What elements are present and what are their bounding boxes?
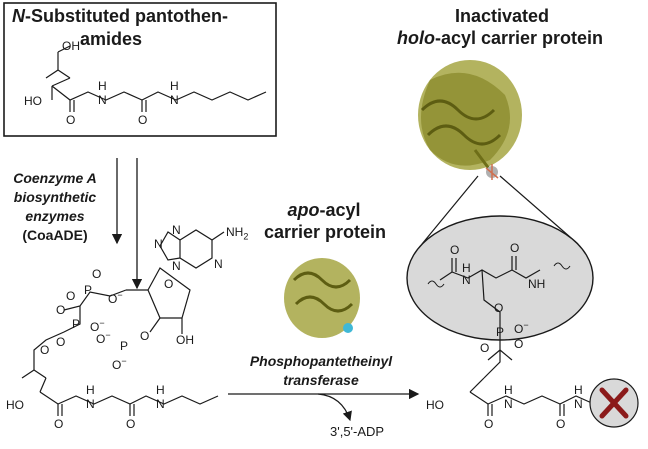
enzymes-line1: Coenzyme A [13,170,97,186]
atom-o-right-5: O [556,417,566,431]
atom-o-p1c: O− [108,290,123,307]
apo-title-line2: carrier protein [263,222,387,242]
atom-o-right-1-minus: − [523,320,529,330]
box-title-line1: -Substituted pantothen- [25,6,228,26]
atom-n-box-2: N [170,93,179,107]
atom-n-ellipse: N [462,273,471,287]
atom-o-ribose: O [164,277,174,291]
substrate-box [3,2,277,137]
atom-n-adenine-4: N [172,259,181,273]
atom-o-p3c: O [140,329,150,343]
serine-residue-structure [427,256,571,313]
apo-acp-protein [284,258,360,338]
atom-o-p2b-minus: − [99,318,105,328]
atom-o-p3a-o: O [96,332,106,346]
atom-oh-top: OH [62,39,80,53]
atom-nh2-text: NH [226,225,244,239]
atom-h-left-1: H [86,383,95,397]
holo-title-prefix: holo [396,28,435,48]
atom-o-p3b: O− [112,356,127,373]
atom-p1: P [84,283,93,297]
zoom-line-left [421,175,479,245]
atom-o-right-1: O− [514,320,529,337]
atom-o-p2b: O− [90,318,105,335]
atom-n-left-1: N [86,397,95,411]
byproduct-label: 3',5'-ADP [330,424,385,439]
byproduct-arrow [317,393,352,422]
atom-n-box-1: N [98,93,107,107]
atom-h-right-1: H [504,383,513,397]
enzymes-line3: enzymes [25,208,85,224]
atom-o-right-4: O [484,417,494,431]
x-mark-icon [599,387,629,419]
atom-o-p3a-minus: − [105,330,111,340]
atom-ho-left: HO [6,398,24,412]
atom-nh2: NH2 [226,225,249,242]
atom-h-right-2: H [574,383,583,397]
coenzyme-a-structure [21,229,225,416]
atom-n-adenine-3: N [154,237,163,251]
atom-o-left-1: O [54,417,64,431]
atom-o-p3b-minus: − [121,356,127,366]
atom-nh2-sub: 2 [243,231,249,242]
atom-o-box-2: O [138,113,148,127]
atom-o-p1a: O [66,289,76,303]
atom-o-ellipse-1: O [450,243,460,257]
product-structure [469,312,613,416]
holo-title-line1: Inactivated [454,6,550,26]
holo-title-line2: holo-acyl carrier protein [380,28,620,49]
atom-o-p3b-o: O [112,358,122,372]
box-title-line2: amides [80,29,143,49]
atom-o-ellipse-2: O [510,241,520,255]
atom-ho-right: HO [426,398,444,412]
atom-n-left-2: N [156,397,165,411]
pantothenamide-structure [45,45,267,112]
atom-o-p2b-o: O [90,320,100,334]
atom-o-right-2: O [514,337,524,351]
atom-o-link: O [40,343,50,357]
atom-o-right-1-o: O [514,322,524,336]
atom-n-right-1: N [504,397,513,411]
atom-o-p2c: O [56,335,66,349]
atom-p2: P [72,317,81,331]
atom-h-ellipse: H [462,261,471,275]
apo-title-prefix: apo [287,200,320,220]
box-title: N-Substituted pantothen- [12,6,228,27]
enzymes-line2: biosynthetic [13,189,97,205]
atom-o-p1c-minus: − [117,290,123,300]
holo-acp-protein [418,60,522,180]
atom-o-p1c-o: O [108,292,118,306]
enzymes-line4: (CoaADE) [22,227,88,243]
apo-title-line1: apo-acyl [262,200,386,221]
atom-h-box-1: H [98,79,107,93]
atom-p3: P [120,339,129,353]
atom-ho-box: HO [24,94,42,108]
holo-title-rest: -acyl carrier protein [434,28,604,48]
ppt-line2: transferase [283,372,359,388]
atom-o-box-1: O [66,113,76,127]
atom-o-p1b: O [92,267,102,281]
atom-h-left-2: H [156,383,165,397]
atom-nh-ellipse: NH [528,277,546,291]
atom-n-adenine-2: N [214,257,223,271]
atom-o-left-2: O [126,417,136,431]
atom-n-right-2: N [574,397,583,411]
ppt-line1: Phosphopantetheinyl [249,353,393,369]
atom-o-p2a: O [56,303,66,317]
atom-n-adenine-1: N [172,223,181,237]
zoom-line-right [499,175,579,245]
apo-title-rest: -acyl [319,200,361,220]
atom-o-p3a: O− [96,330,111,347]
atom-o-ellipse-3: O [494,301,504,315]
atom-o-right-3: O [480,341,490,355]
atom-p-right: P [496,325,505,339]
box-title-prefix: N [12,6,25,26]
atom-oh-ribose: OH [176,333,194,347]
atom-h-box-2: H [170,79,179,93]
